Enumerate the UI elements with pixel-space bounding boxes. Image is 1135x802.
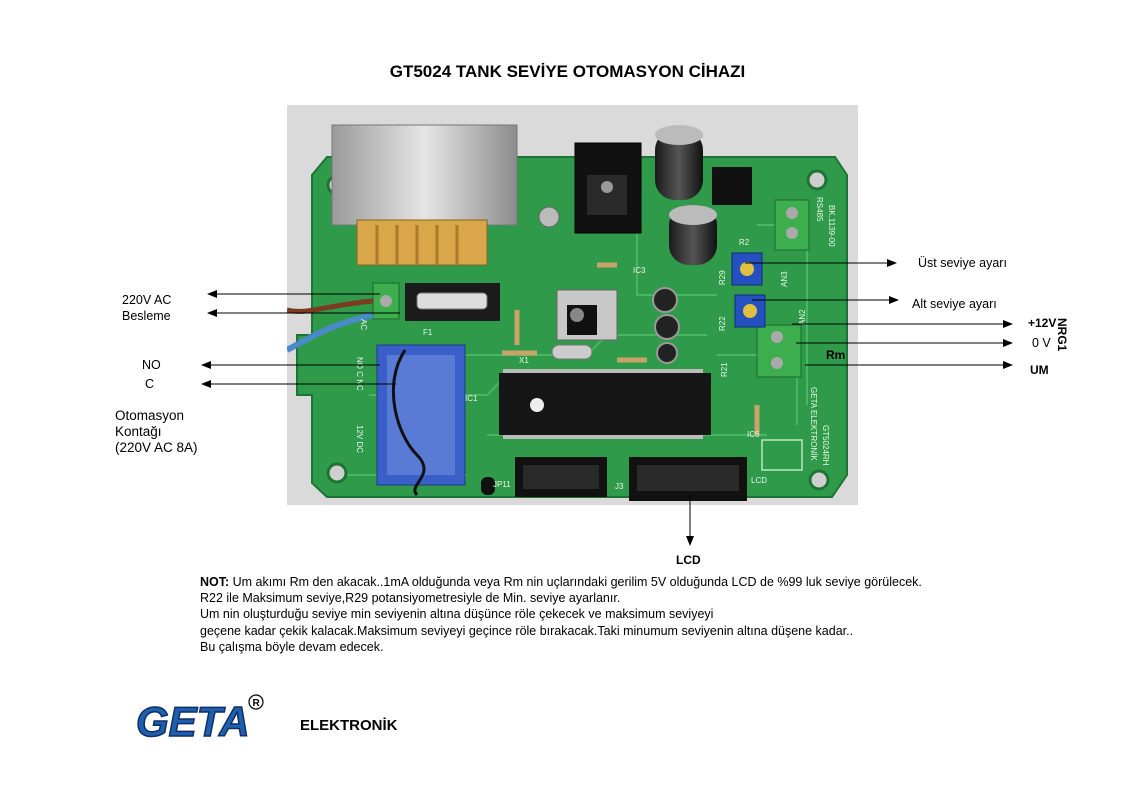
label-c: C [145,377,155,391]
note-prefix: NOT: [200,575,230,589]
label-lower-adjust: Alt seviye ayarı [912,297,997,311]
label-supply-line1: 220V AC [122,293,172,307]
geta-logo: GETA R [135,694,264,742]
silk-no-c-nc: NO C NC [355,357,364,391]
label-0v: 0 V [1032,336,1051,350]
note-line1-text: Um akımı Rm den akacak..1mA olduğunda ve… [229,575,922,589]
label-rm: Rm [826,348,846,362]
silk-f1: F1 [423,328,433,337]
note-block: NOT: Um akımı Rm den akacak..1mA olduğun… [200,574,1080,655]
label-um: UM [1030,363,1049,377]
silk-r29: R29 [718,270,727,285]
label-contact-line2: Kontağı [115,424,162,439]
page-title: GT5024 TANK SEVİYE OTOMASYON CİHAZI [389,62,746,81]
silk-j3: J3 [615,482,624,491]
silk-12v-dc: 12V DC [355,425,364,453]
label-contact-line3: (220V AC 8A) [115,440,198,455]
label-contact: Otomasyon Kontağı (220V AC 8A) [115,408,198,456]
silk-an2: AN2 [798,309,807,325]
label-supply: 220V AC Besleme [122,292,171,324]
board-photo: IC1 IC3 IC6 J3 JP11 LCD F1 X1 R2 R29 R22… [287,105,858,505]
silk-ac: AC [359,319,368,330]
silk-r22: R22 [718,316,727,331]
note-line1: NOT: Um akımı Rm den akacak..1mA olduğun… [200,574,1080,590]
silk-ic6: IC6 [747,430,760,439]
silk-x1: X1 [519,356,529,365]
note-line2: R22 ile Maksimum seviye,R29 potansiyomet… [200,591,621,606]
silk-jp11: JP11 [493,480,511,489]
silk-an3: AN3 [780,271,789,287]
note-line5: Bu çalışma böyle devam edecek. [200,639,384,654]
silk-r21: R21 [720,362,729,377]
silk-bk: BK.1139-00 [827,205,836,247]
silk-model: GT5024RH [821,425,830,466]
silk-ic1: IC1 [465,394,478,403]
brand-name: ELEKTRONİK [300,717,398,734]
label-12v: +12V [1028,316,1057,330]
silk-rs485: RS485 [815,197,824,222]
label-no: NO [142,358,161,372]
label-upper-adjust: Üst seviye ayarı [918,256,1007,270]
label-nrg1: NRG1 [1055,318,1069,352]
silk-geta: GETA ELEKTRONİK [809,387,818,461]
registered-mark: R [253,698,261,709]
label-contact-line1: Otomasyon [115,408,185,423]
silk-r2: R2 [739,238,750,247]
note-line3: Um nin oluşturduğu seviye min seviyenin … [200,607,714,622]
note-line4: geçene kadar çekik kalacak.Maksimum sevi… [200,623,854,638]
silk-lcd: LCD [751,476,767,485]
silk-ic3: IC3 [633,266,646,275]
geta-logo-text: GETA [136,698,250,742]
label-supply-line2: Besleme [122,309,171,323]
label-lcd: LCD [676,553,701,567]
transformer [331,124,560,266]
